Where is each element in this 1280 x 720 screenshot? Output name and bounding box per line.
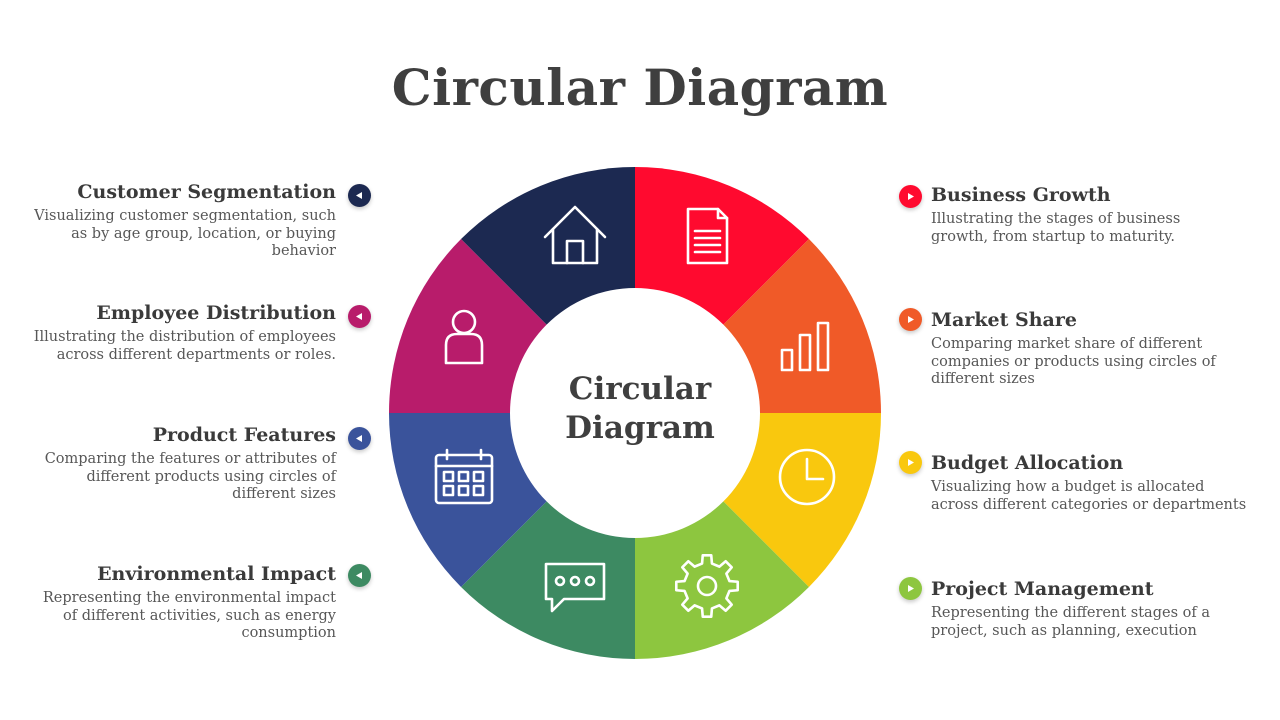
item-environmental-impact: Environmental Impact Representing the en… — [30, 563, 336, 643]
bullet-right-arrow-icon — [899, 185, 922, 208]
item-description: Illustrating the stages of business grow… — [931, 211, 1181, 245]
page-title: Circular Diagram — [391, 58, 889, 117]
item-heading: Product Features — [152, 424, 336, 446]
item-description: Comparing market share of different comp… — [931, 336, 1216, 387]
item-market-share: Market Share Comparing market share of d… — [931, 309, 1231, 389]
bullet-right-arrow-icon — [899, 577, 922, 600]
item-project-management: Project Management Representing the diff… — [931, 578, 1231, 640]
gear-icon — [674, 553, 740, 619]
bullet-left-arrow-icon — [348, 184, 371, 207]
item-description: Representing the different stages of a p… — [931, 605, 1210, 639]
center-label-line2: Diagram — [565, 410, 715, 446]
item-heading: Environmental Impact — [97, 563, 336, 585]
bullet-left-arrow-icon — [348, 427, 371, 450]
house-icon — [543, 205, 607, 265]
item-description: Illustrating the distribution of employe… — [33, 329, 336, 363]
center-label: Circular Diagram — [515, 370, 765, 448]
bullet-right-arrow-icon — [899, 451, 922, 474]
bullet-left-arrow-icon — [348, 564, 371, 587]
document-icon — [686, 207, 729, 265]
bullet-right-arrow-icon — [899, 308, 922, 331]
item-heading: Project Management — [931, 578, 1154, 600]
item-employee-distribution: Employee Distribution Illustrating the d… — [30, 302, 336, 364]
item-customer-segmentation: Customer Segmentation Visualizing custom… — [30, 181, 336, 261]
item-heading: Budget Allocation — [931, 452, 1124, 474]
circular-diagram-wheel — [389, 167, 881, 659]
item-budget-allocation: Budget Allocation Visualizing how a budg… — [931, 452, 1251, 514]
bar-chart-icon — [780, 321, 830, 372]
item-business-growth: Business Growth Illustrating the stages … — [931, 184, 1241, 246]
item-heading: Market Share — [931, 309, 1077, 331]
person-icon — [444, 309, 484, 365]
clock-icon — [778, 448, 836, 506]
item-description: Representing the environmental impact of… — [42, 590, 336, 641]
item-description: Comparing the features or attributes of … — [44, 451, 336, 502]
item-description: Visualizing customer segmentation, such … — [34, 208, 336, 259]
bullet-left-arrow-icon — [348, 305, 371, 328]
item-description: Visualizing how a budget is allocated ac… — [931, 479, 1247, 513]
item-heading: Business Growth — [931, 184, 1111, 206]
item-heading: Customer Segmentation — [77, 181, 336, 203]
chat-bubble-icon — [544, 562, 606, 613]
calendar-icon — [434, 448, 494, 505]
item-product-features: Product Features Comparing the features … — [30, 424, 336, 504]
center-label-line1: Circular — [568, 371, 712, 407]
item-heading: Employee Distribution — [96, 302, 336, 324]
